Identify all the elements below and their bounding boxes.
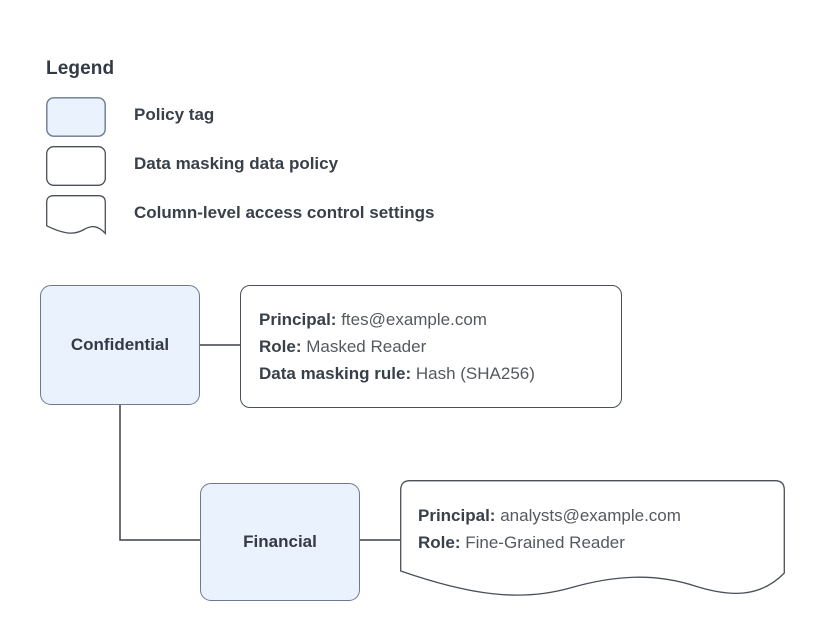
detail-value: analysts@example.com bbox=[500, 506, 681, 525]
legend-label-column-access-settings: Column-level access control settings bbox=[134, 203, 435, 222]
detail-box-financial-outline bbox=[400, 480, 785, 596]
detail-value: Hash (SHA256) bbox=[415, 364, 535, 383]
detail-label: Role: bbox=[418, 533, 461, 552]
legend-item-column-access-settings: Column-level access control settings bbox=[46, 195, 746, 235]
detail-text-confidential: Principal: ftes@example.com Role: Masked… bbox=[241, 286, 535, 387]
node-financial[interactable]: Financial bbox=[200, 483, 360, 601]
detail-box-financial[interactable]: Principal: analysts@example.com Role: Fi… bbox=[400, 480, 785, 596]
detail-value: Fine-Grained Reader bbox=[465, 533, 625, 552]
legend-swatch-data-masking-policy bbox=[46, 146, 106, 186]
node-confidential[interactable]: Confidential bbox=[40, 285, 200, 405]
legend-swatch-policy-tag bbox=[46, 97, 106, 137]
detail-text-financial: Principal: analysts@example.com Role: Fi… bbox=[400, 480, 681, 556]
detail-line: Role: Fine-Grained Reader bbox=[418, 529, 681, 556]
detail-line: Data masking rule: Hash (SHA256) bbox=[259, 360, 535, 387]
legend-title: Legend bbox=[46, 58, 115, 79]
detail-box-confidential[interactable]: Principal: ftes@example.com Role: Masked… bbox=[240, 285, 622, 408]
detail-label: Role: bbox=[259, 337, 302, 356]
detail-value: ftes@example.com bbox=[341, 310, 487, 329]
detail-line: Principal: ftes@example.com bbox=[259, 306, 535, 333]
legend-label-policy-tag: Policy tag bbox=[134, 105, 215, 124]
detail-value: Masked Reader bbox=[306, 337, 427, 356]
detail-label: Data masking rule: bbox=[259, 364, 412, 383]
edge-confidential-to-financial bbox=[119, 405, 200, 541]
legend-item-policy-tag: Policy tag bbox=[46, 97, 746, 137]
detail-label: Principal: bbox=[259, 310, 337, 329]
legend-swatch-column-access-settings bbox=[46, 195, 106, 235]
legend-label-data-masking-policy: Data masking data policy bbox=[134, 154, 339, 173]
legend-item-data-masking-policy: Data masking data policy bbox=[46, 146, 746, 186]
detail-line: Role: Masked Reader bbox=[259, 333, 535, 360]
detail-label: Principal: bbox=[418, 506, 496, 525]
detail-line: Principal: analysts@example.com bbox=[418, 502, 681, 529]
